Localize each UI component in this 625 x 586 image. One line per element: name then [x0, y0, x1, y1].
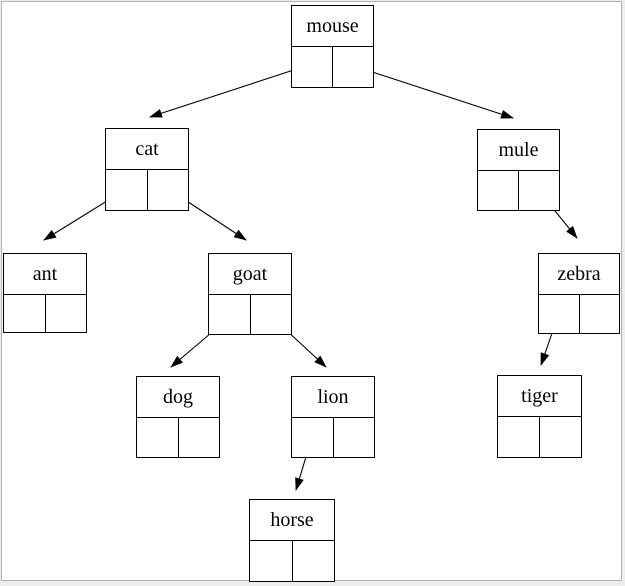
node-goat-label: goat [209, 254, 291, 295]
node-ant-pointer-cells [4, 295, 86, 332]
node-dog-label: dog [137, 377, 219, 418]
node-mule-pointer-cells [478, 171, 559, 210]
node-mouse-left-pointer-cell [292, 47, 333, 87]
node-cat-pointer-cells [106, 170, 188, 210]
node-cat-label: cat [106, 129, 188, 170]
node-horse: horse [249, 499, 335, 582]
node-zebra: zebra [538, 253, 620, 334]
node-lion-left-pointer-cell [292, 418, 334, 457]
node-mule-right-pointer-cell [519, 171, 559, 210]
node-cat-left-pointer-cell [106, 170, 148, 210]
node-mouse-pointer-cells [292, 47, 373, 87]
node-mule: mule [477, 129, 560, 211]
node-zebra-pointer-cells [539, 295, 619, 333]
node-lion: lion [291, 376, 375, 458]
node-cat-right-pointer-cell [148, 170, 189, 210]
node-ant-right-pointer-cell [46, 295, 87, 332]
node-tiger: tiger [497, 375, 582, 458]
node-tiger-right-pointer-cell [540, 417, 581, 457]
node-horse-left-pointer-cell [250, 541, 293, 581]
node-zebra-right-pointer-cell [580, 295, 620, 333]
node-lion-right-pointer-cell [334, 418, 375, 457]
node-ant-left-pointer-cell [4, 295, 46, 332]
node-mule-label: mule [478, 130, 559, 171]
node-dog-pointer-cells [137, 418, 219, 457]
node-horse-pointer-cells [250, 541, 334, 581]
node-mouse: mouse [291, 5, 374, 88]
node-ant: ant [3, 253, 87, 333]
node-zebra-label: zebra [539, 254, 619, 295]
node-mouse-right-pointer-cell [333, 47, 373, 87]
node-zebra-left-pointer-cell [539, 295, 580, 333]
node-horse-right-pointer-cell [293, 541, 335, 581]
node-dog-left-pointer-cell [137, 418, 179, 457]
node-tiger-left-pointer-cell [498, 417, 540, 457]
node-mouse-label: mouse [292, 6, 373, 47]
node-ant-label: ant [4, 254, 86, 295]
node-tiger-label: tiger [498, 376, 581, 417]
node-dog: dog [136, 376, 220, 458]
node-dog-right-pointer-cell [179, 418, 220, 457]
node-goat: goat [208, 253, 292, 335]
node-goat-pointer-cells [209, 295, 291, 334]
node-lion-pointer-cells [292, 418, 374, 457]
node-mule-left-pointer-cell [478, 171, 519, 210]
node-tiger-pointer-cells [498, 417, 581, 457]
node-goat-right-pointer-cell [251, 295, 292, 334]
node-horse-label: horse [250, 500, 334, 541]
node-goat-left-pointer-cell [209, 295, 251, 334]
node-lion-label: lion [292, 377, 374, 418]
node-cat: cat [105, 128, 189, 211]
